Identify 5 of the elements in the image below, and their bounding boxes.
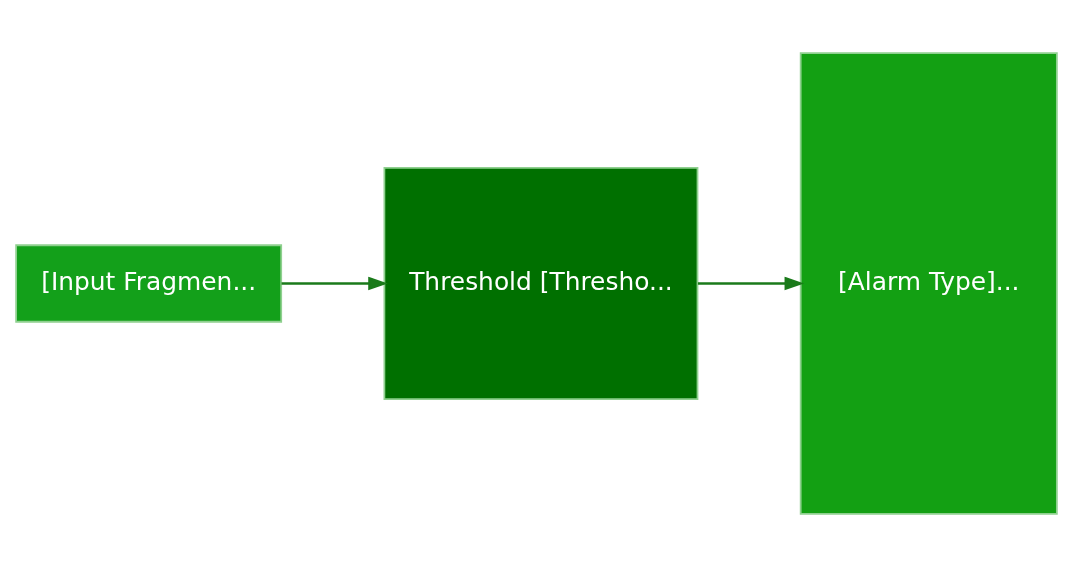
node-box: [Input Fragmen...	[15, 243, 283, 323]
arrow	[697, 276, 805, 290]
arrow	[281, 276, 388, 290]
node-box: Threshold [Thresho...	[383, 166, 699, 400]
node-box: [Alarm Type]...	[799, 51, 1058, 515]
